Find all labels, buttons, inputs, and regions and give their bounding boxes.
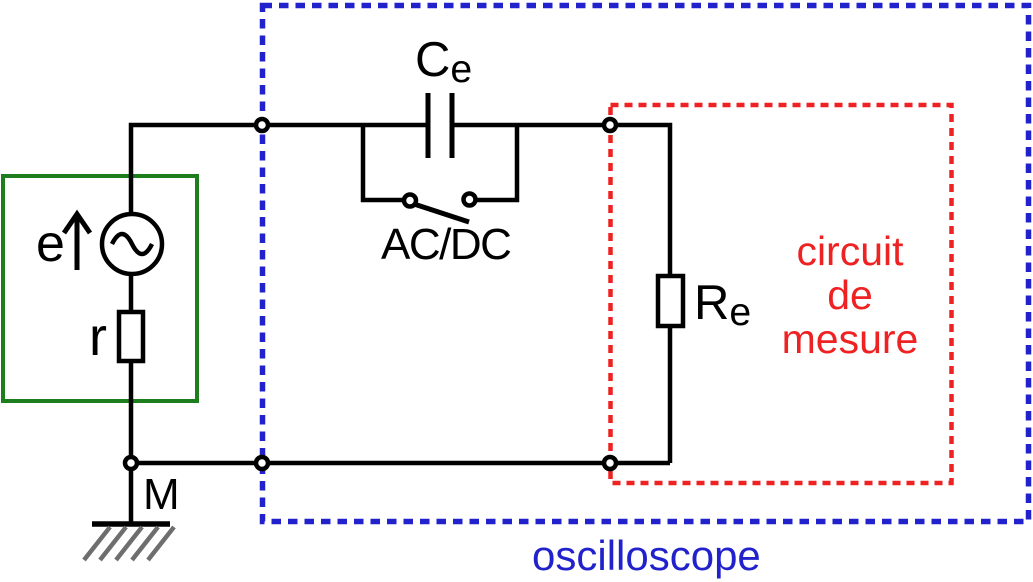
measure-caption-line3: mesure bbox=[781, 316, 919, 362]
measure-circuit-boundary-box bbox=[608, 102, 954, 486]
capacitor-icon bbox=[425, 93, 455, 158]
measure-caption: circuit de mesure bbox=[775, 229, 925, 361]
switch-label: AC/DC bbox=[381, 220, 512, 269]
connection-node-bottom-mid bbox=[253, 454, 271, 472]
emf-arrow-icon bbox=[61, 209, 93, 270]
switch-icon bbox=[401, 191, 478, 225]
connection-node-top-right bbox=[601, 116, 619, 134]
switch-pivot-right bbox=[461, 191, 478, 208]
emf-arrow-head bbox=[61, 209, 93, 235]
switch-branch-right-wire bbox=[477, 125, 520, 203]
oscilloscope-caption: oscilloscope bbox=[532, 532, 761, 579]
switch-pivot-left bbox=[401, 192, 419, 209]
input-resistor-label-main: R bbox=[694, 276, 730, 330]
oscilloscope-boundary-box bbox=[259, 2, 1032, 525]
measure-caption-line2: de bbox=[827, 272, 873, 318]
ground-label: M bbox=[143, 470, 180, 519]
capacitor-label: Ce bbox=[415, 33, 473, 91]
connection-node-bottom-ground bbox=[122, 454, 140, 472]
resistor-re-body bbox=[655, 273, 686, 329]
switch-branch-left-wire bbox=[360, 125, 403, 203]
measure-caption-line1: circuit bbox=[796, 228, 904, 274]
input-resistor-label-subscript: e bbox=[729, 291, 752, 334]
capacitor-label-subscript: e bbox=[450, 48, 473, 91]
connection-node-bottom-right bbox=[601, 454, 619, 472]
capacitor-label-main: C bbox=[415, 33, 451, 87]
connection-node-top-left bbox=[253, 116, 271, 134]
emf-label: e bbox=[36, 215, 65, 273]
ground-icon bbox=[82, 521, 176, 562]
sine-wave-icon bbox=[109, 231, 155, 257]
resistor-r-body bbox=[116, 309, 146, 364]
ac-source-icon bbox=[99, 211, 165, 277]
internal-resistor-label: r bbox=[89, 307, 107, 367]
input-resistor-label: Re bbox=[694, 276, 752, 334]
top-wire-left bbox=[128, 122, 426, 214]
top-wire-right bbox=[454, 122, 673, 276]
ground-hatch-lines bbox=[82, 525, 176, 562]
switch-lever bbox=[413, 201, 470, 225]
source-boundary-box bbox=[1, 174, 199, 403]
